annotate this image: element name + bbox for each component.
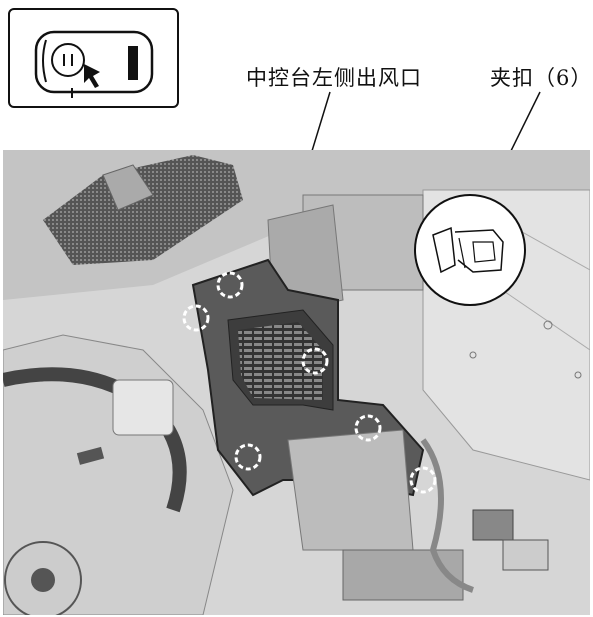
clip-marker [354,414,382,442]
step-indicator-box [8,8,179,108]
clip-marker [301,347,329,375]
left-center-vent [238,322,323,400]
speaker-grille [43,155,243,265]
clip-marker [182,304,210,332]
dashboard-illustration [3,150,590,615]
clip-marker [216,271,244,299]
label-left-center-vent: 中控台左侧出风口 [246,66,422,90]
clip-marker [234,443,262,471]
clip-marker [409,466,437,494]
label-clip-count: 夹扣（6） [490,66,593,90]
clip-markers [182,271,437,494]
dashboard-drawing [3,150,590,615]
clip-magnifier [414,194,526,306]
remove-trim-icon [34,30,154,98]
